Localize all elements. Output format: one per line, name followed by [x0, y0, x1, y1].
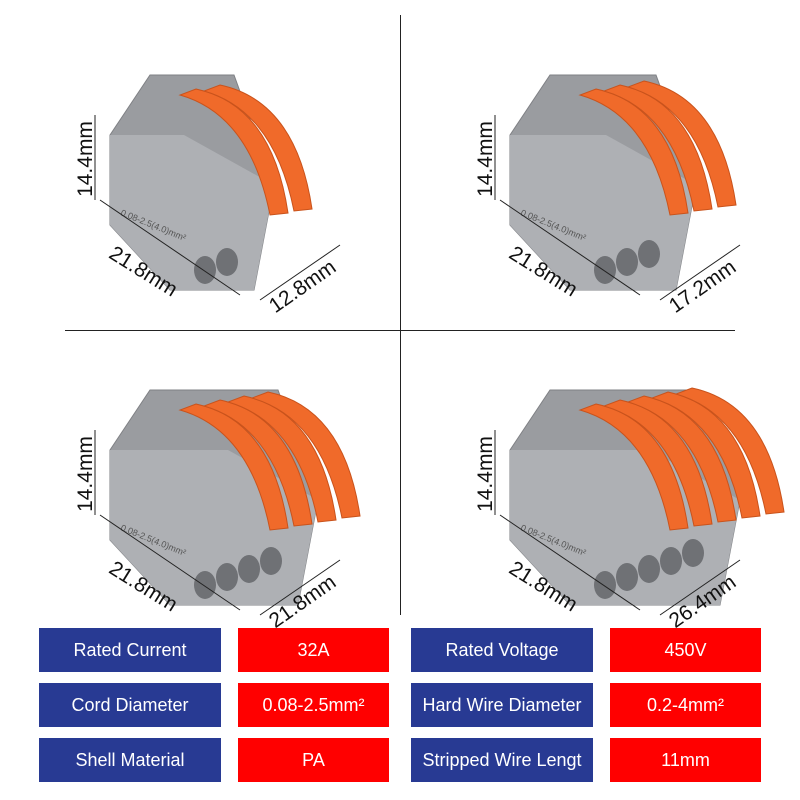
wire-entry-hole [616, 248, 638, 276]
wire-entry-hole [260, 547, 282, 575]
width-dimension-line [259, 244, 341, 301]
spec-label: Shell Material [39, 738, 221, 782]
spec-label: Rated Voltage [411, 628, 593, 672]
wire-entry-hole [594, 571, 616, 599]
connector-drawing: 0.08-2.5(4.0)mm² [94, 74, 341, 301]
spec-value: 0.2-4mm² [610, 683, 761, 727]
height-label: 14.4mm [473, 436, 497, 512]
wire-entry-hole [682, 539, 704, 567]
lever-icon [626, 80, 737, 208]
wire-entry-hole [194, 256, 216, 284]
width-dimension-line [659, 559, 741, 616]
lever-icon [202, 84, 313, 212]
connector-drawing: 0.08-2.5(4.0)mm² [94, 389, 361, 616]
wire-entry-hole [216, 248, 238, 276]
spec-label: Hard Wire Diameter [411, 683, 593, 727]
height-label: 14.4mm [473, 121, 497, 197]
spec-label: Rated Current [39, 628, 221, 672]
height-label: 14.4mm [73, 121, 97, 197]
length-dimension-line [99, 514, 241, 611]
wire-entry-hole [616, 563, 638, 591]
wire-entry-hole [238, 555, 260, 583]
lever-icon [674, 387, 785, 515]
wire-entry-hole [660, 547, 682, 575]
length-dimension-line [499, 514, 641, 611]
spec-label: Stripped Wire Lengt [411, 738, 593, 782]
spec-value: 0.08-2.5mm² [238, 683, 389, 727]
wire-entry-hole [216, 563, 238, 591]
spec-value: 450V [610, 628, 761, 672]
wire-entry-hole [194, 571, 216, 599]
wire-entry-hole [594, 256, 616, 284]
connector-drawing: 0.08-2.5(4.0)mm² [494, 387, 785, 616]
width-dimension-line [659, 244, 741, 301]
lever-icon [250, 391, 361, 519]
spec-value: 32A [238, 628, 389, 672]
vertical-divider [400, 15, 401, 615]
spec-value: 11mm [610, 738, 761, 782]
wire-entry-hole [638, 240, 660, 268]
length-dimension-line [99, 199, 241, 296]
connector-drawing: 0.08-2.5(4.0)mm² [494, 74, 741, 301]
height-label: 14.4mm [73, 436, 97, 512]
horizontal-divider [65, 330, 735, 331]
spec-label: Cord Diameter [39, 683, 221, 727]
spec-value: PA [238, 738, 389, 782]
length-dimension-line [499, 199, 641, 296]
connector-front-face [510, 450, 740, 605]
wire-entry-hole [638, 555, 660, 583]
width-dimension-line [259, 559, 341, 616]
